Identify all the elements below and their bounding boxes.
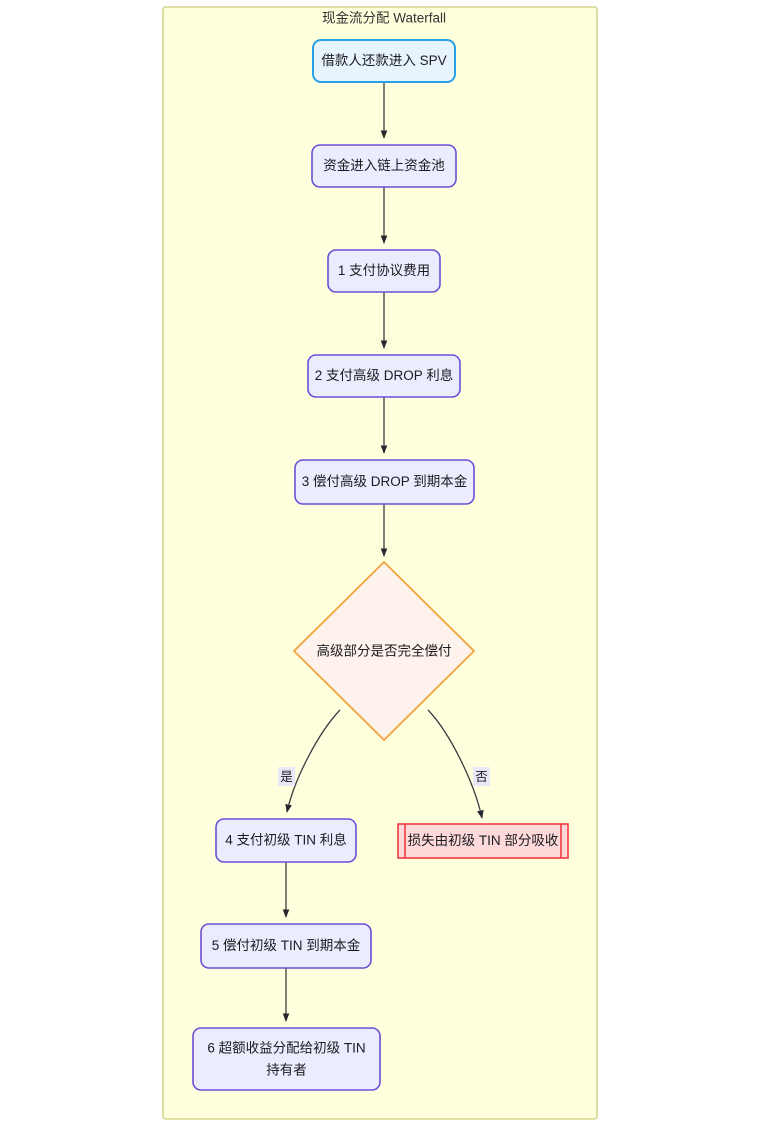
node-label-step6-line1: 6 超额收益分配给初级 TIN [207, 1040, 365, 1056]
edge-n5-n7-no [427, 709, 484, 819]
node-shape-step1[interactable] [327, 249, 441, 293]
edge-label-yes-bg [278, 767, 295, 786]
node-step6-excess-yield[interactable]: 6 超额收益分配给初级 TIN 持有者 [192, 1027, 381, 1091]
node-step3-drop-principal[interactable]: 3 偿付高级 DROP 到期本金 [294, 459, 475, 505]
node-shape-decision[interactable] [292, 560, 476, 742]
edge-layer [282, 82, 484, 1022]
node-label-start: 借款人还款进入 SPV [321, 53, 446, 68]
node-shape-loss[interactable] [397, 823, 569, 859]
node-label-loss: 损失由初级 TIN 部分吸收 [408, 832, 559, 848]
node-step1-protocol-fee[interactable]: 1 支付协议费用 [327, 249, 441, 293]
node-step5-tin-principal[interactable]: 5 偿付初级 TIN 到期本金 [200, 923, 372, 969]
node-shape-step4[interactable] [215, 818, 357, 863]
node-label-step3: 3 偿付高级 DROP 到期本金 [302, 473, 468, 489]
edge-n5-n6-yes [285, 709, 341, 813]
edge-label-yes: 是 [280, 770, 293, 784]
node-label-step2: 2 支付高级 DROP 利息 [315, 367, 454, 383]
node-onchain-pool[interactable]: 资金进入链上资金池 [311, 144, 457, 188]
node-label-decision: 高级部分是否完全偿付 [317, 643, 452, 659]
edge-label-no: 否 [475, 770, 488, 784]
node-label-step5: 5 偿付初级 TIN 到期本金 [212, 937, 361, 953]
edge-label-no-bg [473, 767, 490, 786]
node-label-step6-line2: 持有者 [266, 1063, 307, 1078]
edge-label-layer: 是 否 [278, 767, 490, 786]
node-step4-tin-interest[interactable]: 4 支付初级 TIN 利息 [215, 818, 357, 863]
node-start-spv[interactable]: 借款人还款进入 SPV [312, 39, 456, 83]
node-shape-onchain-pool[interactable] [311, 144, 457, 188]
diagram-title: 现金流分配 Waterfall [322, 11, 446, 26]
node-shape-step3[interactable] [294, 459, 475, 505]
node-shape-step6[interactable] [192, 1027, 381, 1091]
node-shape-start[interactable] [312, 39, 456, 83]
node-shape-step5[interactable] [200, 923, 372, 969]
node-label-step1: 1 支付协议费用 [338, 263, 430, 278]
node-label-step4: 4 支付初级 TIN 利息 [225, 832, 347, 848]
node-shape-step2[interactable] [307, 354, 461, 398]
node-decision-senior-repaid[interactable]: 高级部分是否完全偿付 [292, 560, 476, 742]
node-label-onchain-pool: 资金进入链上资金池 [323, 158, 445, 173]
node-loss-absorbed-tin[interactable]: 损失由初级 TIN 部分吸收 [397, 823, 569, 859]
node-step2-drop-interest[interactable]: 2 支付高级 DROP 利息 [307, 354, 461, 398]
